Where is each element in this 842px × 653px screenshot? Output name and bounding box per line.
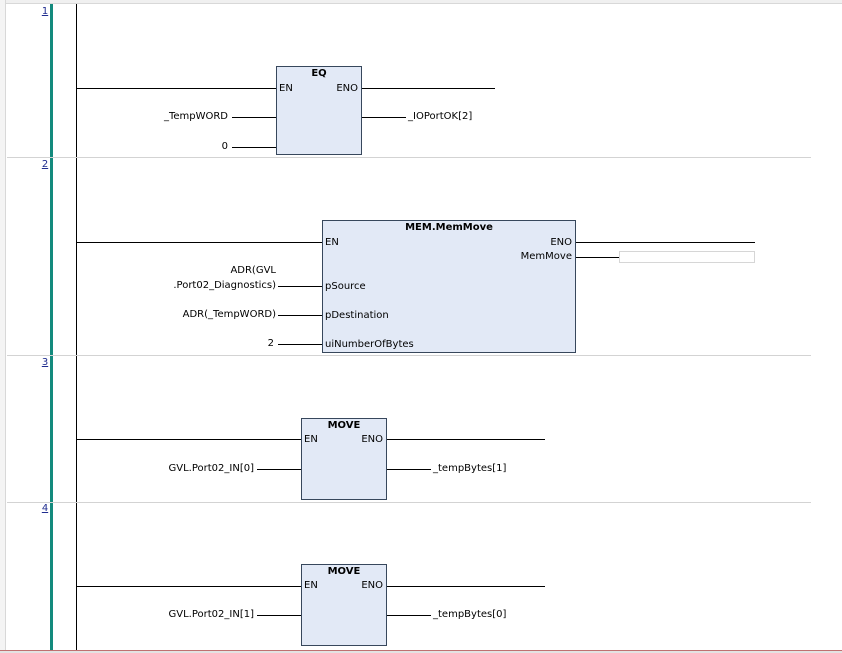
output-line: [387, 615, 431, 616]
input-line: [232, 117, 276, 118]
pin-psource: pSource: [325, 281, 366, 292]
selection-bar: [50, 4, 53, 653]
output-line: [362, 117, 406, 118]
eno-output-line: [387, 586, 545, 587]
network-separator: [7, 157, 811, 158]
power-line-to-en: [77, 586, 301, 587]
pin-en: EN: [304, 580, 318, 591]
pin-uinumberofbytes: uiNumberOfBytes: [325, 339, 414, 350]
pin-eno: ENO: [336, 83, 358, 94]
power-line-to-en: [77, 88, 276, 89]
input-line: [278, 315, 322, 316]
memmove-output-field[interactable]: [619, 251, 755, 263]
eq-block[interactable]: EQ EN ENO: [276, 66, 362, 155]
pin-en: EN: [325, 237, 339, 248]
output-line: [387, 469, 431, 470]
move-block[interactable]: MOVE EN ENO: [301, 564, 387, 646]
pdestination-expression[interactable]: ADR(_TempWORD): [182, 309, 276, 320]
numbytes-constant[interactable]: 2: [267, 338, 274, 349]
block-title: EQ: [311, 68, 327, 79]
psource-expression-line1[interactable]: ADR(GVL: [230, 265, 276, 276]
pin-memmove: MemMove: [520, 251, 572, 262]
input-constant[interactable]: 0: [221, 141, 228, 152]
psource-expression-line2[interactable]: .Port02_Diagnostics): [173, 280, 276, 291]
input-line: [257, 615, 301, 616]
pin-en: EN: [279, 83, 293, 94]
block-title: MEM.MemMove: [405, 222, 493, 233]
output-variable[interactable]: _tempBytes[0]: [433, 609, 507, 620]
network-separator: [7, 502, 811, 503]
network-number-2[interactable]: 2: [41, 159, 49, 170]
input-line: [278, 286, 322, 287]
block-title: MOVE: [327, 420, 361, 431]
network-separator: [7, 355, 811, 356]
eno-output-line: [387, 439, 545, 440]
network-number-1[interactable]: 1: [41, 6, 49, 17]
output-variable[interactable]: _tempBytes[1]: [433, 463, 507, 474]
editor-left-margin: [0, 0, 6, 653]
input-line: [278, 344, 322, 345]
input-line: [232, 147, 276, 148]
network-number-4[interactable]: 4: [41, 503, 49, 514]
memmove-block[interactable]: MEM.MemMove EN ENO MemMove pSource pDest…: [322, 220, 576, 353]
input-line: [257, 469, 301, 470]
pin-eno: ENO: [361, 580, 383, 591]
block-title: MOVE: [327, 566, 361, 577]
input-variable[interactable]: _TempWORD: [163, 111, 228, 122]
eno-output-line: [576, 242, 755, 243]
network-number-3[interactable]: 3: [41, 357, 49, 368]
toolbar-strip: [0, 0, 842, 4]
next-network-edge: [0, 650, 842, 653]
eno-output-line: [362, 88, 495, 89]
pin-pdestination: pDestination: [325, 310, 389, 321]
pin-eno: ENO: [361, 434, 383, 445]
output-line: [576, 257, 619, 258]
input-variable[interactable]: GVL.Port02_IN[1]: [168, 609, 254, 620]
output-variable[interactable]: _IOPortOK[2]: [408, 111, 473, 122]
power-rail: [76, 4, 77, 653]
power-line-to-en: [77, 439, 301, 440]
pin-eno: ENO: [550, 237, 572, 248]
move-block[interactable]: MOVE EN ENO: [301, 418, 387, 500]
power-line-to-en: [77, 242, 322, 243]
pin-en: EN: [304, 434, 318, 445]
input-variable[interactable]: GVL.Port02_IN[0]: [168, 463, 254, 474]
